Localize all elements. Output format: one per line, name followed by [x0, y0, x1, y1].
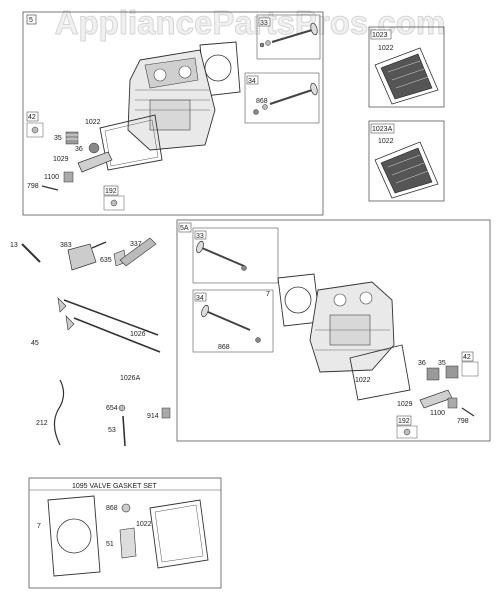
part-label: 192	[398, 418, 410, 425]
part-label: 36	[75, 146, 83, 153]
cover-1023A-box	[368, 120, 445, 202]
part-label: 868	[218, 344, 230, 351]
part-label: 33	[196, 233, 204, 240]
part-label: 7	[37, 523, 41, 530]
section-5-frame	[22, 11, 324, 216]
part-label: 868	[106, 505, 118, 512]
valve-34-box	[244, 72, 320, 124]
wire-212	[53, 379, 65, 446]
part-label: 914	[147, 413, 159, 420]
part-label: 33	[260, 20, 268, 27]
part-label: 1022	[85, 119, 101, 126]
cylinder-head	[127, 49, 216, 151]
part-label: 1029	[397, 401, 413, 408]
part-label: 337	[130, 241, 142, 248]
part-label: 798	[27, 183, 39, 190]
rocker-cover-gasket-5A	[349, 344, 411, 401]
part-label: 1023A	[372, 126, 393, 133]
part-label: 383	[60, 242, 72, 249]
part-label: 51	[106, 541, 114, 548]
part-label: 42	[28, 114, 36, 121]
part-label: 798	[457, 418, 469, 425]
valve-33-box	[256, 14, 321, 60]
part-label: 1023	[372, 32, 388, 39]
stud-53	[122, 415, 126, 447]
rocker-cover	[374, 47, 439, 105]
part-label: 1100	[44, 174, 59, 181]
part-label: 45	[31, 340, 39, 347]
part-label: 1100	[430, 410, 445, 417]
gasket-kit-title: 1095 VALVE GASKET SET	[72, 483, 158, 490]
spring-35	[65, 131, 79, 145]
part-label: 36	[418, 360, 426, 367]
kit-part-51	[119, 527, 137, 559]
valve-33b-box	[192, 227, 279, 284]
valve-stem	[269, 89, 313, 105]
valve-stem	[271, 29, 313, 43]
part-label: 53	[108, 427, 116, 434]
rocker-cover-alt	[374, 141, 439, 199]
bolt-13	[21, 243, 41, 263]
part-label: 1029	[53, 156, 69, 163]
kit-head-gasket	[47, 495, 101, 577]
kit-cover-gasket	[149, 499, 209, 569]
pushrod-1026	[63, 299, 159, 336]
part-label: 1026A	[120, 375, 141, 382]
rocker-arm	[77, 151, 113, 173]
part-label: 35	[54, 135, 62, 142]
part-label: 1022	[378, 45, 394, 52]
part-label: 1022	[136, 521, 152, 528]
part-label: 192	[105, 188, 117, 195]
cylinder-head-5A	[309, 281, 395, 373]
part-label: 13	[10, 242, 18, 249]
part-label: 1022	[355, 377, 371, 384]
part-label: 42	[463, 354, 471, 361]
section-5A-label: 5A	[180, 225, 189, 232]
part-label: 35	[438, 360, 446, 367]
part-label: 34	[248, 78, 256, 85]
part-label: 1026	[130, 331, 146, 338]
part-label: 1022	[378, 138, 394, 145]
section-5-label: 5	[29, 17, 33, 24]
pushrod-1026A	[73, 317, 161, 353]
valve-34b-box	[192, 289, 274, 353]
part-label: 34	[196, 295, 204, 302]
part-label: 635	[100, 257, 112, 264]
cover-1023-box	[368, 26, 445, 108]
part-label: 212	[36, 420, 48, 427]
part-label: 7	[266, 291, 270, 298]
section-5A-frame	[176, 219, 491, 442]
part-383	[67, 241, 107, 271]
part-label: 654	[106, 405, 118, 412]
part-label: 868	[256, 98, 268, 105]
gasket-kit-frame	[28, 477, 222, 589]
